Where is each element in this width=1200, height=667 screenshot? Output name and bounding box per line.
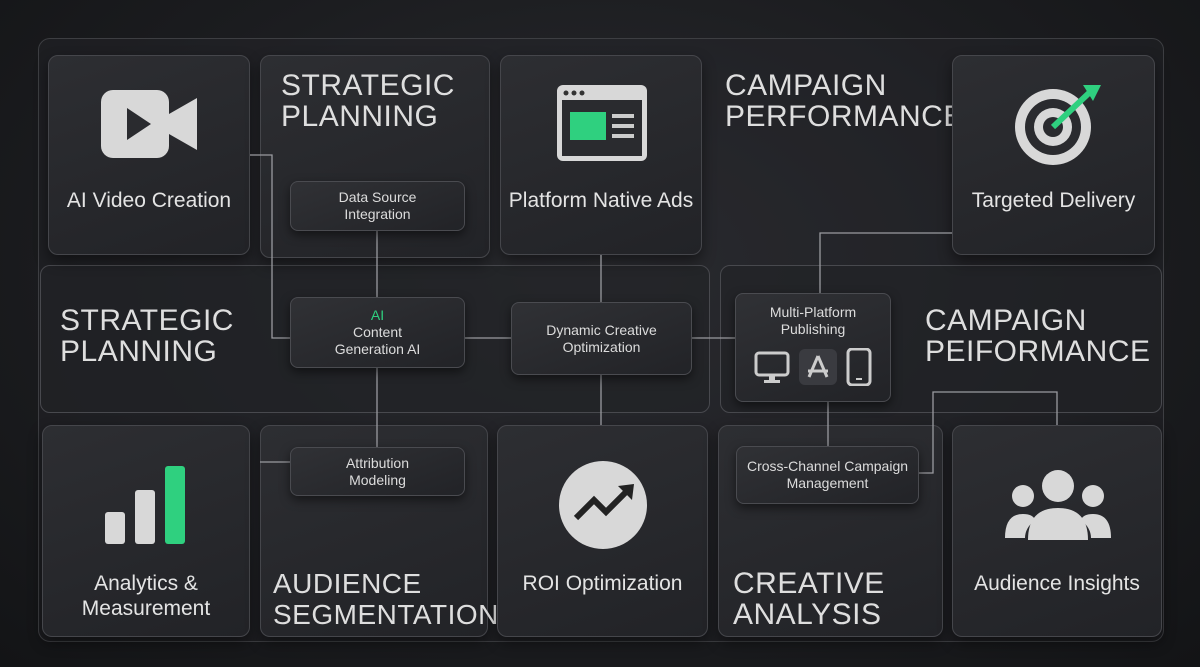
- card-heading: AUDIENCE SEGMENTATION: [273, 568, 499, 630]
- ai-tag: AI: [370, 307, 385, 323]
- card-heading: CREATIVE ANALYSIS: [733, 567, 885, 631]
- node-attribution-modeling[interactable]: Attribution Modeling: [290, 447, 465, 496]
- campaign-peiformance-heading: CAMPAIGN PEIFORMANCE: [925, 304, 1151, 368]
- video-camera-icon: [101, 90, 197, 158]
- card-analytics-measurement[interactable]: Analytics & Measurement: [42, 425, 250, 637]
- node-label: Attribution Modeling: [345, 454, 410, 488]
- strategic-planning-heading: STRATEGIC PLANNING: [60, 304, 234, 368]
- node-label: Content Generation AI: [334, 324, 421, 357]
- smartphone-icon: [846, 348, 872, 386]
- card-label: Targeted Delivery: [971, 189, 1136, 212]
- node-content-generation-ai[interactable]: AI Content Generation AI: [290, 297, 465, 368]
- desktop-icon: [754, 351, 790, 383]
- node-label: Dynamic Creative Optimization: [546, 321, 657, 355]
- card-audience-insights[interactable]: Audience Insights: [952, 425, 1162, 637]
- node-label: Multi-Platform Publishing: [769, 304, 857, 337]
- campaign-performance-heading: CAMPAIGN PERFORMANCE: [725, 69, 964, 133]
- users-group-icon: [1005, 470, 1111, 540]
- card-heading: STRATEGIC PLANNING: [281, 69, 455, 133]
- node-multi-platform-publishing[interactable]: Multi-Platform Publishing: [735, 293, 891, 402]
- card-label: AI Video Creation: [66, 189, 232, 212]
- card-platform-native-ads[interactable]: Platform Native Ads: [500, 55, 702, 255]
- card-label: Audience Insights: [974, 572, 1140, 595]
- card-label: ROI Optimization: [522, 572, 683, 595]
- trend-up-icon: [559, 461, 647, 549]
- node-data-source-integration[interactable]: Data Source Integration: [290, 181, 465, 231]
- card-label: Analytics & Measurement: [81, 572, 211, 620]
- node-label: Data Source Integration: [338, 189, 417, 222]
- target-icon: [1015, 85, 1101, 165]
- card-targeted-delivery[interactable]: Targeted Delivery: [952, 55, 1155, 255]
- card-label: Platform Native Ads: [508, 189, 694, 212]
- bar-chart-icon: [105, 466, 185, 544]
- node-dynamic-creative-optimization[interactable]: Dynamic Creative Optimization: [511, 302, 692, 375]
- app-store-icon: [799, 349, 837, 385]
- node-cross-channel-campaign-management[interactable]: Cross-Channel Campaign Management: [736, 446, 919, 504]
- browser-ad-icon: [557, 85, 647, 161]
- card-ai-video-creation[interactable]: AI Video Creation: [48, 55, 250, 255]
- card-roi-optimization[interactable]: ROI Optimization: [497, 425, 708, 637]
- node-label: Cross-Channel Campaign Management: [746, 458, 909, 491]
